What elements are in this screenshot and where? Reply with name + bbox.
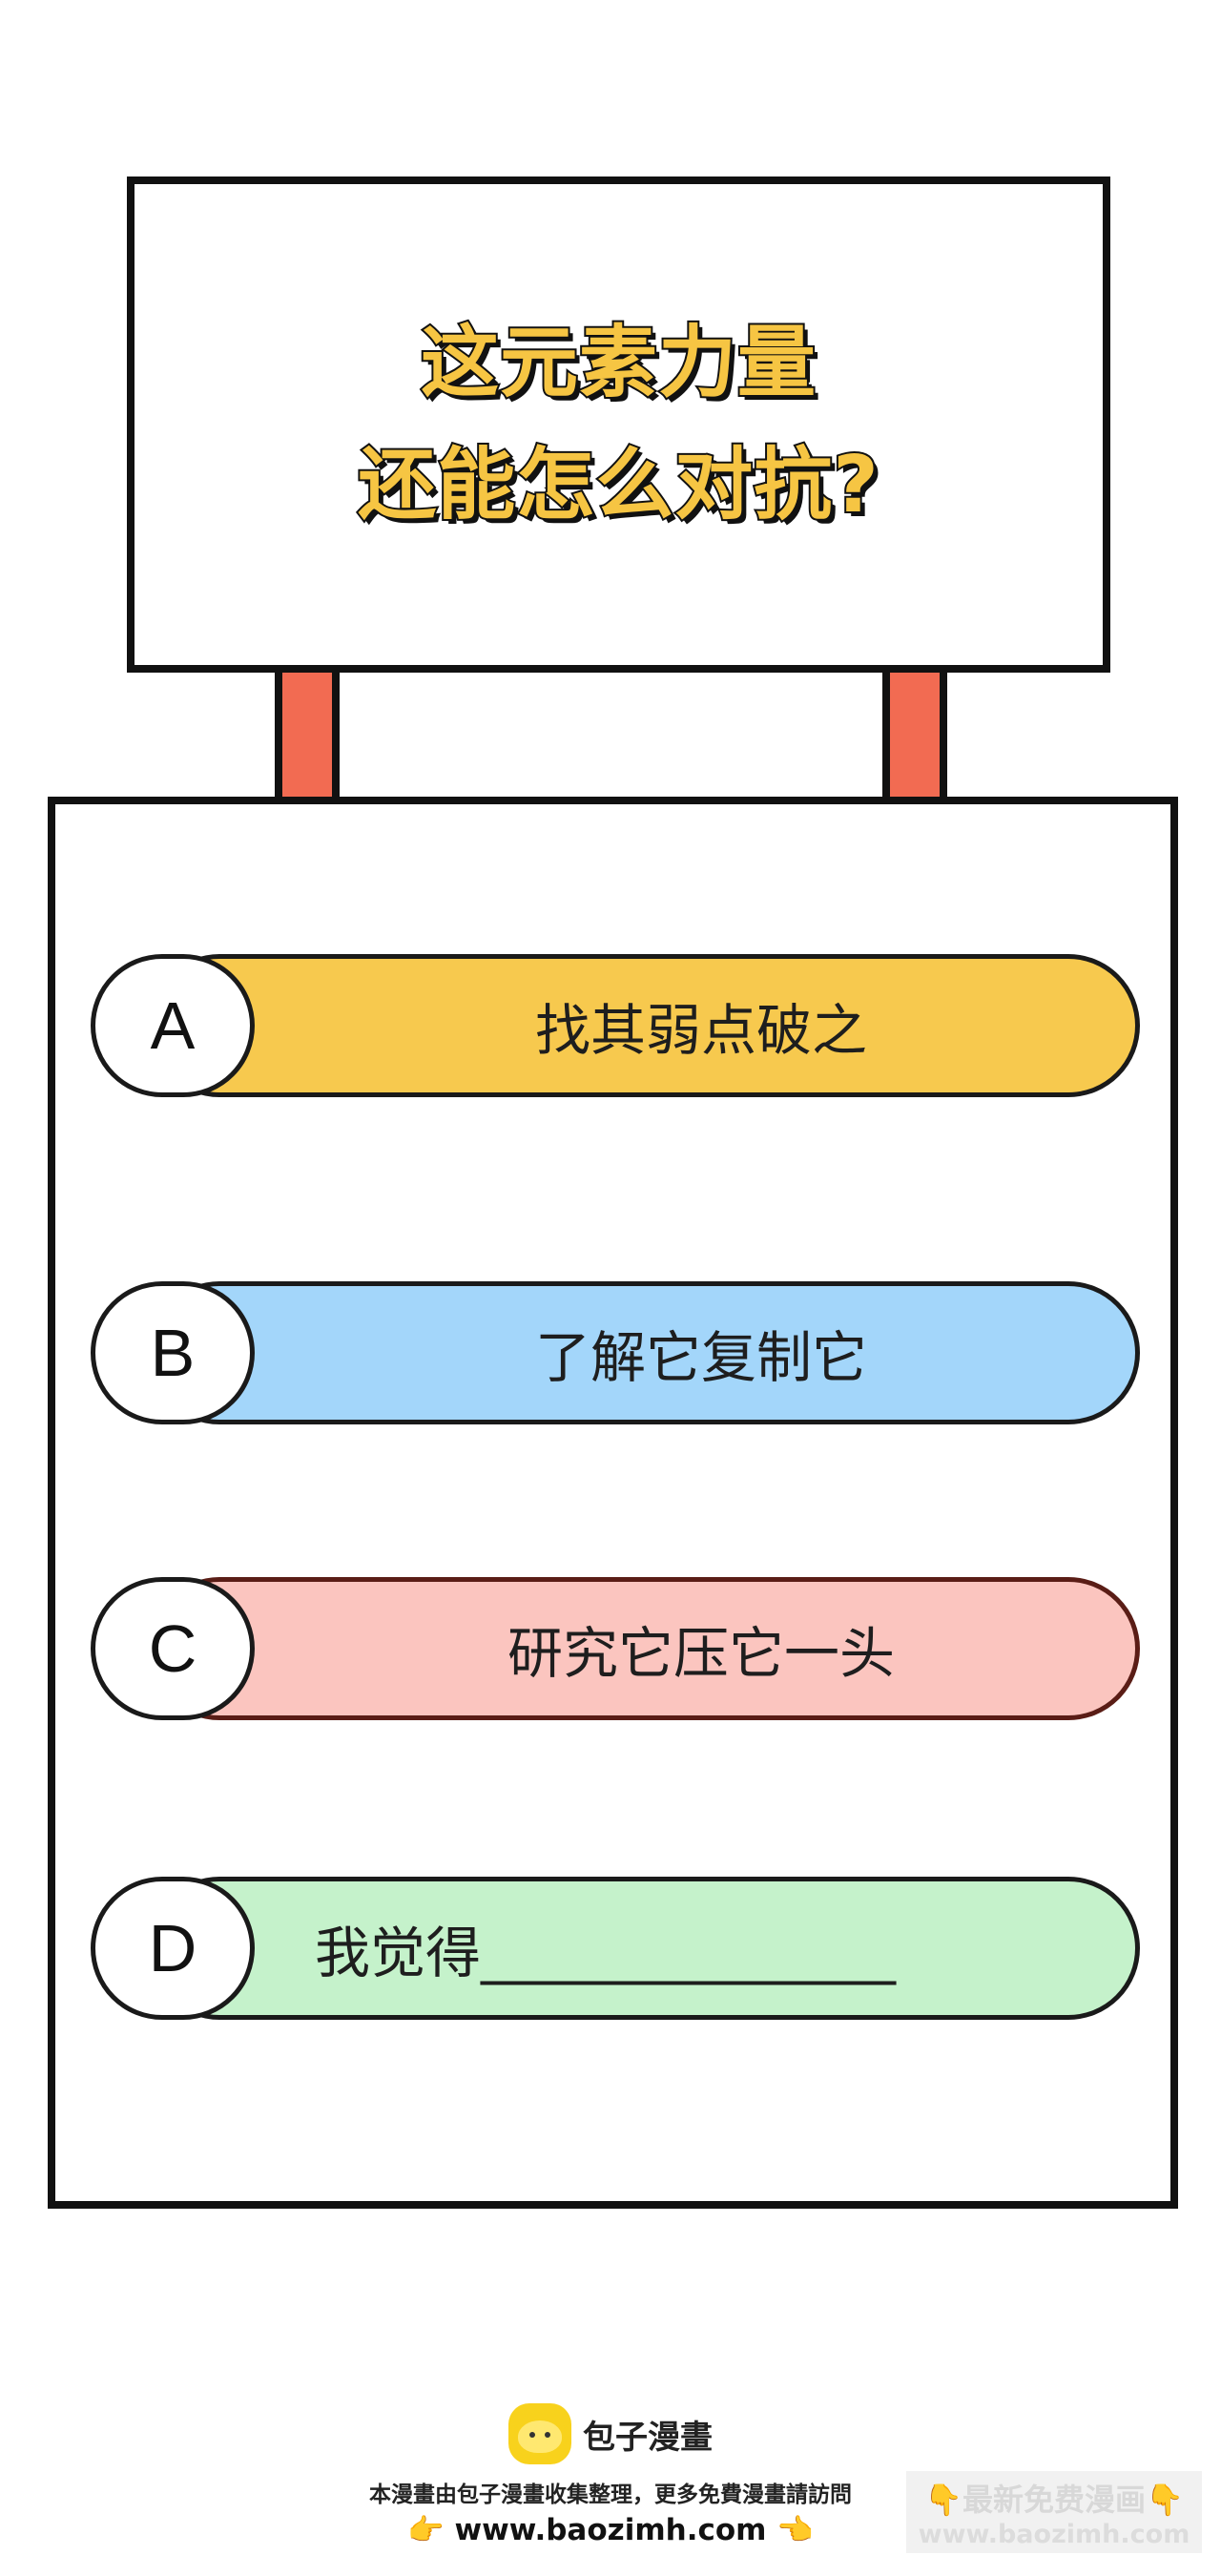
option-c-pill[interactable]: 研究它压它一头 — [148, 1577, 1140, 1720]
footer-notice: 本漫畫由包子漫畫收集整理，更多免費漫畫請訪問 — [369, 2483, 852, 2507]
footer: 包子漫畫 本漫畫由包子漫畫收集整理，更多免費漫畫請訪問 👉 www.baozim… — [0, 2399, 1221, 2547]
pointing-left-icon: 👈 — [776, 2513, 814, 2547]
question-line-1: 这元素力量 — [419, 316, 817, 410]
footer-site-link[interactable]: 👉 www.baozimh.com 👈 — [0, 2512, 1221, 2547]
option-d-text: 我觉得_______________ — [315, 1921, 897, 1985]
brand[interactable]: 包子漫畫 — [0, 2399, 1221, 2468]
option-a-letter: A — [91, 954, 255, 1097]
option-b-letter: B — [91, 1281, 255, 1424]
pointing-down-icon: 👇 — [924, 2481, 962, 2518]
option-a-text: 找其弱点破之 — [534, 998, 867, 1063]
pointing-down-icon-right: 👇 — [1146, 2481, 1184, 2518]
option-d[interactable]: 我觉得_______________ D — [91, 1877, 1140, 2020]
option-d-pill[interactable]: 我觉得_______________ — [148, 1877, 1140, 2020]
option-d-letter: D — [91, 1877, 255, 2020]
option-a[interactable]: 找其弱点破之 A — [91, 954, 1140, 1097]
watermark-title: 👇最新免费漫画👇 — [924, 2476, 1184, 2520]
option-c[interactable]: 研究它压它一头 C — [91, 1577, 1140, 1720]
option-a-pill[interactable]: 找其弱点破之 — [148, 954, 1140, 1097]
option-b-text: 了解它复制它 — [534, 1325, 867, 1390]
watermark-url: www.baozimh.com — [918, 2519, 1190, 2549]
watermark: 👇最新免费漫画👇 www.baozimh.com — [906, 2471, 1202, 2553]
option-c-letter: C — [91, 1577, 255, 1720]
question-line-2: 还能怎么对抗? — [356, 438, 880, 532]
brand-name: 包子漫畫 — [583, 2418, 713, 2457]
watermark-text: 最新免费漫画 — [962, 2481, 1146, 2518]
option-c-text: 研究它压它一头 — [507, 1621, 895, 1686]
site-url: www.baozimh.com — [454, 2513, 767, 2547]
sign-post-right — [882, 673, 947, 801]
baozi-logo-icon — [508, 2403, 571, 2464]
question-sign: 这元素力量 还能怎么对抗? — [127, 177, 1110, 673]
sign-post-left — [275, 673, 340, 801]
pointing-right-icon: 👉 — [407, 2513, 445, 2547]
option-b-pill[interactable]: 了解它复制它 — [148, 1281, 1140, 1424]
option-b[interactable]: 了解它复制它 B — [91, 1281, 1140, 1424]
